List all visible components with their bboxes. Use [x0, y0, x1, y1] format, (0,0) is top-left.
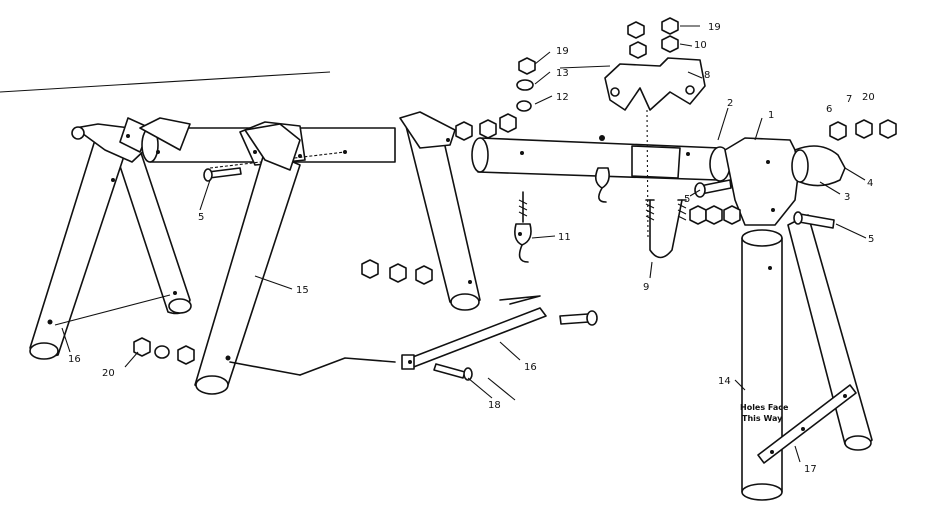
swing-hanger: [514, 167, 610, 263]
u-bolt: [645, 199, 687, 259]
middle-a-frame-leg: [194, 123, 301, 395]
note-line-1: Holes Face: [740, 403, 789, 412]
holes-face-note: Holes Face This Way: [740, 403, 789, 423]
callout-13: 13: [556, 68, 569, 79]
callout-17: 17: [804, 464, 817, 475]
callout-4: 4: [867, 178, 873, 189]
callout-10: 10: [694, 40, 707, 51]
right-brace: [757, 384, 857, 464]
callout-6: 6: [826, 104, 832, 115]
center-brace: [229, 295, 547, 401]
callout-18: 18: [488, 400, 501, 411]
callout-19b: 19: [556, 46, 569, 57]
callout-5b: 5: [684, 194, 690, 205]
callout-20b: 20: [102, 368, 115, 379]
bolts: [203, 167, 835, 381]
callout-15: 15: [296, 285, 309, 296]
callout-20a: 20: [862, 92, 875, 103]
rear-leg: [399, 111, 481, 311]
callout-5c: 5: [868, 234, 874, 245]
left-a-frame: [29, 117, 192, 360]
callout-3: 3: [844, 192, 850, 203]
callout-leaders: [61, 25, 867, 463]
callout-5a: 5: [198, 212, 204, 223]
callout-11: 11: [558, 232, 571, 243]
callout-1: 1: [768, 110, 774, 121]
main-beam: [471, 135, 731, 182]
callout-19a: 19: [708, 22, 721, 33]
callout-9: 9: [643, 282, 649, 293]
callout-12: 12: [556, 92, 569, 103]
top-bracket: [604, 57, 706, 241]
callout-2: 2: [727, 98, 733, 109]
callout-14: 14: [718, 376, 731, 387]
callout-8: 8: [704, 70, 710, 81]
nuts-and-washers: [133, 17, 897, 365]
ground-line: [0, 65, 611, 93]
note-line-2: This Way: [742, 414, 783, 423]
callout-16a: 16: [68, 354, 81, 365]
callout-7: 7: [846, 94, 852, 105]
callout-16b: 16: [524, 362, 537, 373]
callout-labels: 1 2 3 4 5 5 5 6 7 8 9 10 11 12 13 14 15 …: [68, 22, 875, 475]
end-cap: [791, 145, 846, 187]
